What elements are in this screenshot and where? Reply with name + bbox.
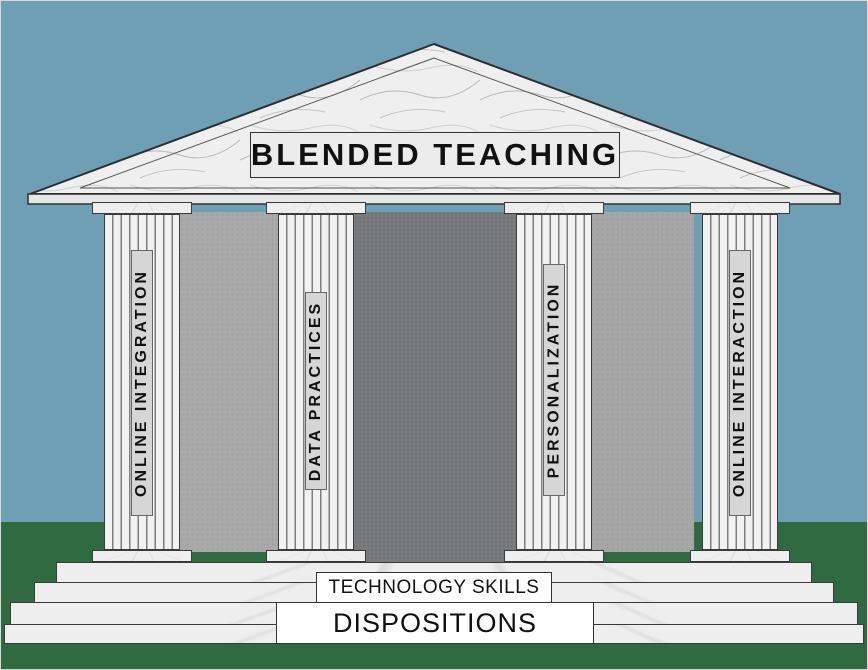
pillar-3-base: [504, 550, 604, 562]
pillar-4-base: [690, 550, 790, 562]
pillar-4-label: ONLINE INTERACTION: [731, 269, 749, 497]
pillar-3-capital: [504, 202, 604, 214]
foundation-upper-step: TECHNOLOGY SKILLS: [316, 572, 552, 604]
foundation-lower-step: DISPOSITIONS: [276, 602, 594, 644]
title-plaque: BLENDED TEACHING: [250, 132, 620, 178]
interior-wall-left: [180, 212, 280, 552]
pillar-4-capital: [690, 202, 790, 214]
pillar-3-label: PERSONALIZATION: [545, 282, 563, 479]
pillar-2-capital: [266, 202, 366, 214]
temple-roof: [0, 0, 868, 212]
pillar-2-base: [266, 550, 366, 562]
interior-doorway: [354, 212, 516, 564]
dispositions-label: DISPOSITIONS: [333, 608, 537, 639]
pillar-2-label: DATA PRACTICES: [307, 301, 325, 481]
pillar-1-label: ONLINE INTEGRATION: [133, 269, 151, 497]
pillar-3-label-box: PERSONALIZATION: [543, 264, 565, 496]
pillar-1-label-box: ONLINE INTEGRATION: [131, 250, 153, 516]
technology-skills-label: TECHNOLOGY SKILLS: [329, 577, 540, 599]
pillar-4-label-box: ONLINE INTERACTION: [729, 250, 751, 516]
pillar-1-base: [92, 550, 192, 562]
pillar-1-capital: [92, 202, 192, 214]
diagram-title: BLENDED TEACHING: [251, 137, 619, 173]
pillar-2-label-box: DATA PRACTICES: [305, 292, 327, 490]
interior-wall-right: [590, 212, 694, 552]
